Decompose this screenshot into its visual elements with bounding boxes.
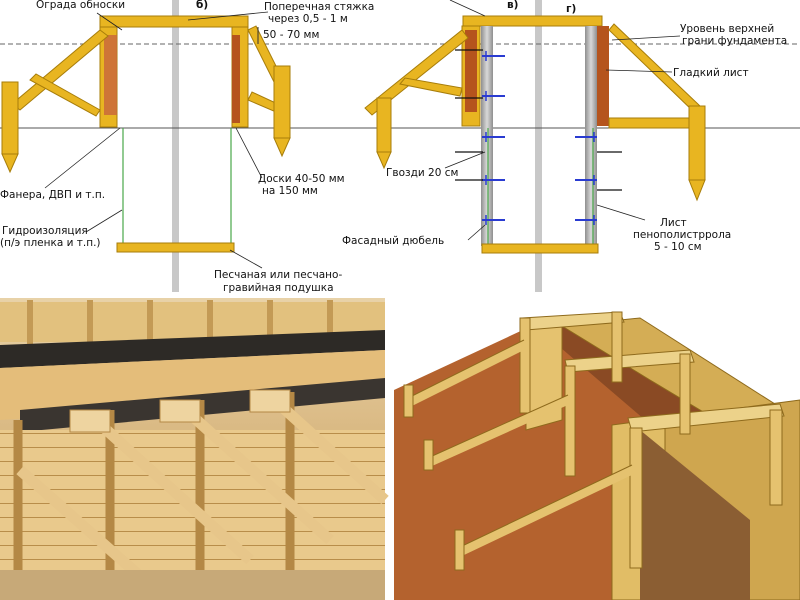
leader-nails	[444, 151, 486, 169]
label-foam-2: пенополистррола	[633, 229, 731, 241]
label-plywood: Фанера, ДВП и т.п.	[0, 189, 105, 201]
label-dowel: Фасадный дюбель	[342, 235, 444, 247]
sand-cushion	[116, 242, 235, 253]
formwork-3d-illustration	[394, 298, 800, 600]
label-sand-1: Песчаная или песчано-	[214, 269, 342, 281]
plywood-sheet	[104, 35, 117, 115]
leader-boards	[235, 127, 263, 179]
section-vg	[364, 0, 706, 254]
label-smooth-sheet: Гладкий лист	[673, 67, 749, 79]
leader-plywood	[44, 127, 121, 189]
right-stake-tip	[273, 137, 291, 158]
left-strut	[11, 29, 109, 111]
leader-dowel	[467, 224, 486, 241]
label-foam-1: Лист	[660, 217, 687, 229]
label-top-edge-1: Уровень верхней	[680, 23, 774, 35]
cross-tie-beam	[99, 15, 249, 28]
section-letter-v: в)	[507, 0, 518, 11]
leader-sand	[229, 249, 263, 269]
vg-left-stake	[376, 97, 392, 153]
right-brick-strip	[232, 35, 240, 123]
leader-obnoski	[96, 12, 123, 31]
top-schematic: Ограда обноски б) Поперечная стяжка чере…	[0, 0, 800, 294]
section-letter-g: г)	[566, 3, 576, 15]
label-gap: 50 - 70 мм	[263, 29, 319, 41]
label-cross-tie-1: Поперечная стяжка	[264, 1, 374, 13]
vg-right-brick	[597, 26, 609, 126]
divider-2	[535, 0, 542, 292]
label-boards-1: Доски 40-50 мм	[258, 173, 345, 185]
vg-right-stake-tip	[688, 179, 706, 202]
section-ab	[1, 11, 291, 269]
leader-waterproof	[85, 209, 123, 233]
vg-right-beam	[608, 117, 690, 129]
right-stake	[273, 65, 291, 139]
nails	[455, 49, 622, 191]
leader-foam	[596, 204, 646, 221]
label-waterproof-2: (п/э пленка и т.п.)	[0, 237, 101, 249]
vg-right-stake	[688, 105, 706, 181]
timber-formwork-photo	[0, 298, 389, 600]
vg-sand-cushion	[481, 243, 599, 254]
leader-smooth	[605, 69, 673, 73]
label-cross-tie-2: через 0,5 - 1 м	[268, 13, 348, 25]
label-top-edge-2: грани фундамента	[682, 35, 787, 47]
cross-tie-beam-2	[462, 15, 603, 27]
label-sand-2: гравийная подушка	[223, 282, 334, 294]
leader-v	[449, 0, 486, 17]
vg-left-stake-tip	[376, 151, 392, 170]
section-letter-b: б)	[196, 0, 208, 11]
left-stake-tip	[1, 153, 19, 174]
vg-left-brace	[399, 77, 463, 97]
vg-left-brick	[465, 30, 477, 112]
label-waterproof-1: Гидроизоляция	[2, 225, 88, 237]
left-brace	[29, 73, 101, 117]
label-boards-2: на 150 мм	[262, 185, 318, 197]
label-nails: Гвозди 20 см	[386, 167, 458, 179]
dowel-heads	[485, 51, 595, 225]
vg-left-strut	[364, 29, 469, 116]
left-stake	[1, 81, 19, 155]
leader-top	[611, 35, 681, 41]
divider-1	[172, 0, 179, 292]
label-obnoski: Ограда обноски	[36, 0, 125, 11]
diagram-labels: Ограда обноски б) Поперечная стяжка чере…	[0, 0, 787, 294]
label-foam-3: 5 - 10 см	[654, 241, 702, 253]
leader-crosstie	[187, 11, 269, 21]
